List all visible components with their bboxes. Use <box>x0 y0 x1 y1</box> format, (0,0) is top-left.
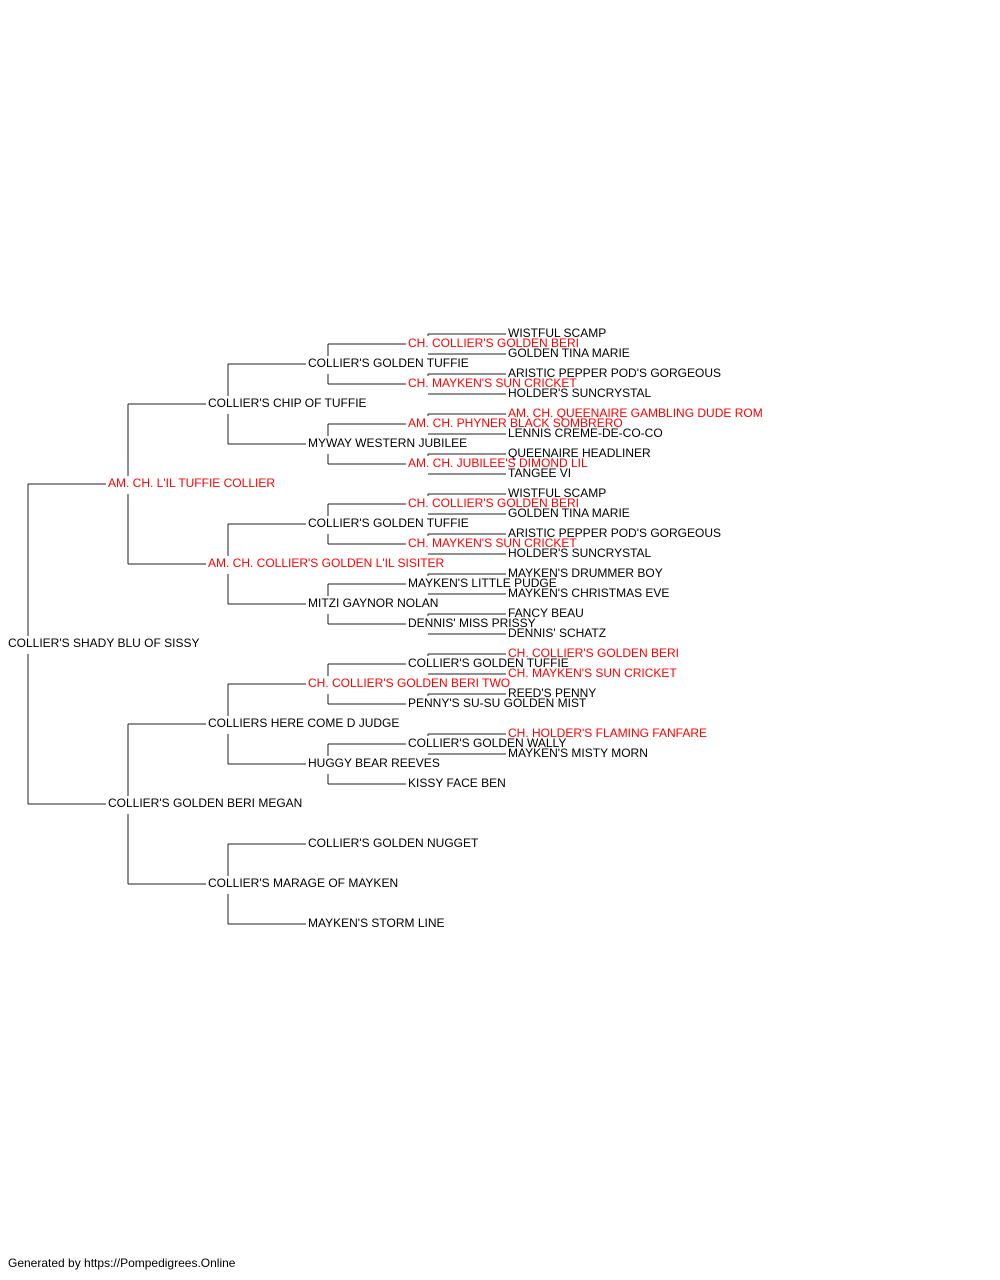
dog-root-d-s-s-s-s: CH. COLLIER'S GOLDEN BERI <box>508 646 679 660</box>
dog-root-d-s-s-s: COLLIER'S GOLDEN TUFFIE <box>408 656 569 670</box>
dog-root-s-d-s-s-d: GOLDEN TINA MARIE <box>508 506 630 520</box>
dog-root-s-d-s-d-d: HOLDER'S SUNCRYSTAL <box>508 546 652 560</box>
dog-root: COLLIER'S SHADY BLU OF SISSY <box>8 636 199 650</box>
dog-root-s-d-d-d: DENNIS' MISS PRISSY <box>408 616 536 630</box>
dog-root-s-s-s-s: CH. COLLIER'S GOLDEN BERI <box>408 336 579 350</box>
dog-root-d-s-d-s-s: CH. HOLDER'S FLAMING FANFARE <box>508 726 707 740</box>
dog-root-s-d-s: COLLIER'S GOLDEN TUFFIE <box>308 516 469 530</box>
dog-root-s-d-s-s: CH. COLLIER'S GOLDEN BERI <box>408 496 579 510</box>
dog-root-s-s-d-d-s: QUEENAIRE HEADLINER <box>508 446 651 460</box>
generated-by-footer: Generated by https://Pompedigrees.Online <box>8 1256 236 1270</box>
dog-root-s: AM. CH. L'IL TUFFIE COLLIER <box>108 476 275 490</box>
dog-root-d-d-s: COLLIER'S GOLDEN NUGGET <box>308 836 479 850</box>
dog-root-s-d-s-d: CH. MAYKEN'S SUN CRICKET <box>408 536 577 550</box>
dog-root-d-s-s-d-s: REED'S PENNY <box>508 686 596 700</box>
dog-root-d-s-d: HUGGY BEAR REEVES <box>308 756 440 770</box>
dog-root-s-d-d-d-d: DENNIS' SCHATZ <box>508 626 606 640</box>
dog-root-d-d: COLLIER'S MARAGE OF MAYKEN <box>208 876 398 890</box>
dog-root-s-d-d-s-d: MAYKEN'S CHRISTMAS EVE <box>508 586 669 600</box>
dog-root-d: COLLIER'S GOLDEN BERI MEGAN <box>108 796 302 810</box>
dog-root-d-s-s: CH. COLLIER'S GOLDEN BERI TWO <box>308 676 510 690</box>
dog-root-d-s-d-s: COLLIER'S GOLDEN WALLY <box>408 736 566 750</box>
dog-root-s-s-d-s-d: LENNIS CREME-DE-CO-CO <box>508 426 663 440</box>
dog-root-s-d-s-d-s: ARISTIC PEPPER POD'S GORGEOUS <box>508 526 721 540</box>
dog-root-s-s-s-d-s: ARISTIC PEPPER POD'S GORGEOUS <box>508 366 721 380</box>
dog-root-s-s: COLLIER'S CHIP OF TUFFIE <box>208 396 367 410</box>
dog-root-s-s-d-s-s: AM. CH. QUEENAIRE GAMBLING DUDE ROM <box>508 406 763 420</box>
dog-root-s-d-d-s: MAYKEN'S LITTLE PUDGE <box>408 576 557 590</box>
dog-root-s-d: AM. CH. COLLIER'S GOLDEN L'IL SISITER <box>208 556 445 570</box>
dog-root-s-s-s: COLLIER'S GOLDEN TUFFIE <box>308 356 469 370</box>
dog-root-s-s-d-d: AM. CH. JUBILEE'S DIMOND LIL <box>408 456 588 470</box>
dog-root-d-s-d-d: KISSY FACE BEN <box>408 776 506 790</box>
dog-root-d-s-s-d: PENNY'S SU-SU GOLDEN MIST <box>408 696 587 710</box>
dog-root-d-d-d: MAYKEN'S STORM LINE <box>308 916 445 930</box>
dog-root-s-d-d: MITZI GAYNOR NOLAN <box>308 596 438 610</box>
dog-root-s-s-s-d-d: HOLDER'S SUNCRYSTAL <box>508 386 652 400</box>
dog-root-s-d-d-d-s: FANCY BEAU <box>508 606 584 620</box>
dog-root-d-s-s-s-d: CH. MAYKEN'S SUN CRICKET <box>508 666 677 680</box>
dog-root-s-s-s-d: CH. MAYKEN'S SUN CRICKET <box>408 376 577 390</box>
dog-root-d-s-d-s-d: MAYKEN'S MISTY MORN <box>508 746 648 760</box>
dog-root-s-s-d-s: AM. CH. PHYNER BLACK SOMBRERO <box>408 416 623 430</box>
dog-root-s-s-d: MYWAY WESTERN JUBILEE <box>308 436 467 450</box>
dog-root-s-d-d-s-s: MAYKEN'S DRUMMER BOY <box>508 566 663 580</box>
dog-root-d-s: COLLIERS HERE COME D JUDGE <box>208 716 399 730</box>
dog-root-s-s-d-d-d: TANGEE VI <box>508 466 571 480</box>
dog-root-s-s-s-s-s: WISTFUL SCAMP <box>508 326 606 340</box>
dog-names: COLLIER'S SHADY BLU OF SISSY AM. CH. L'IL… <box>8 326 763 930</box>
connector-lines <box>27 333 506 925</box>
dog-root-s-s-s-s-d: GOLDEN TINA MARIE <box>508 346 630 360</box>
dog-root-s-d-s-s-s: WISTFUL SCAMP <box>508 486 606 500</box>
